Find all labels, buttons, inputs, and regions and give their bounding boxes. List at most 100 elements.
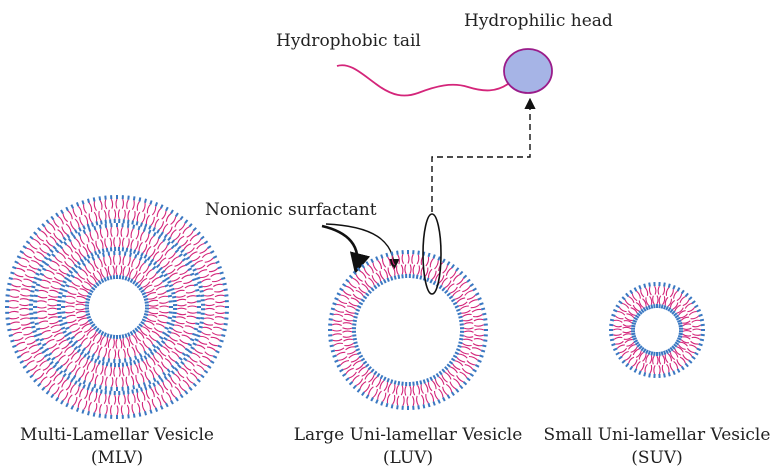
surfactant-head [89, 228, 90, 232]
surfactant-head [194, 284, 198, 285]
surfactant-head [103, 361, 104, 365]
surfactant-head [700, 320, 704, 321]
surfactant-head [675, 315, 678, 317]
surfactant-tail [69, 287, 78, 291]
surfactant-tail [202, 356, 210, 361]
surfactant-tail [211, 337, 220, 340]
surfactant-head [128, 278, 130, 282]
surfactant-head [445, 290, 448, 293]
surfactant-head [481, 351, 485, 352]
surfactant-head [182, 353, 185, 355]
surfactant-tail [67, 291, 76, 294]
surfactant-head [170, 324, 174, 325]
surfactant-tail [335, 310, 344, 313]
surfactant-tail [162, 362, 168, 369]
surfactant-head [75, 341, 78, 344]
surfactant-head [388, 378, 389, 382]
surfactant-head [98, 356, 99, 360]
surfactant-head [73, 235, 75, 238]
surfactant-tail [85, 341, 91, 349]
surfactant-head [473, 288, 477, 290]
surfactant-tail [641, 289, 644, 297]
surfactant-head [143, 296, 147, 297]
surfactant-head [692, 357, 695, 359]
surfactant-head [362, 265, 364, 268]
surfactant-tail [143, 361, 147, 370]
surfactant-head [151, 352, 154, 355]
surfactant-tail [147, 204, 150, 213]
surfactant-head [23, 246, 26, 248]
surfactant-head [418, 405, 419, 409]
surfactant-head [35, 290, 39, 291]
surfactant-tail [682, 321, 690, 323]
surfactant-tail [341, 295, 350, 299]
surfactant-tail [464, 323, 474, 325]
surfactant-tail [100, 200, 102, 209]
surfactant-tail [104, 394, 106, 404]
surfactant-head [464, 382, 467, 385]
surfactant-tail [132, 200, 134, 209]
surfactant-tail [418, 266, 420, 275]
surfactant-tail [68, 211, 72, 219]
surfactant-head [186, 355, 189, 357]
surfactant-tail [336, 304, 345, 307]
surfactant-tail [623, 331, 631, 332]
surfactant-head [476, 365, 480, 367]
surfactant-head [47, 220, 50, 223]
surfactant-tail [67, 245, 73, 252]
surfactant-tail [143, 341, 149, 349]
surfactant-tail [149, 370, 153, 378]
surfactant-tail [198, 341, 207, 345]
surfactant-tail [205, 258, 213, 262]
surfactant-tail [204, 294, 214, 296]
surfactant-head [128, 390, 129, 394]
surfactant-head [677, 320, 681, 322]
surfactant-head [445, 367, 448, 370]
surfactant-tail [624, 321, 632, 323]
surfactant-head [30, 237, 33, 240]
surfactant-tail [179, 223, 185, 230]
surfactant-head [649, 373, 650, 377]
surfactant-head [45, 355, 48, 357]
surfactant-tail [59, 252, 66, 259]
surfactant-tail [149, 305, 158, 306]
surfactant-tail [211, 274, 220, 277]
surfactant-head [366, 262, 368, 266]
surfactant-head [644, 308, 646, 311]
surfactant-head [456, 310, 460, 311]
surfactant-tail [133, 211, 135, 220]
surfactant-head [384, 279, 386, 283]
surfactant-head [175, 243, 178, 246]
surfactant-head [424, 404, 425, 408]
surfactant-tail [641, 363, 644, 371]
surfactant-tail [145, 372, 149, 381]
surfactant-head [455, 306, 459, 308]
surfactant-tail [33, 239, 40, 245]
surfactant-head [193, 383, 196, 386]
nonionic-surfactant-label: Nonionic surfactant [205, 200, 377, 220]
surfactant-head [195, 323, 199, 324]
surfactant-head [376, 257, 378, 261]
surfactant-head [137, 221, 138, 225]
surfactant-head [216, 351, 220, 353]
surfactant-head [98, 255, 99, 259]
surfactant-head [157, 265, 160, 268]
surfactant-head [164, 274, 167, 276]
surfactant-head [455, 352, 459, 354]
surfactant-head [168, 331, 172, 333]
surfactant-tail [95, 403, 97, 412]
surfactant-tail [110, 238, 112, 247]
surfactant-tail [459, 302, 468, 306]
surfactant-tail [147, 401, 150, 410]
surfactant-tail [72, 282, 80, 287]
surfactant-tail [463, 319, 472, 321]
surfactant-tail [42, 331, 51, 334]
surfactant-tail [119, 238, 120, 248]
surfactant-head [56, 398, 58, 401]
surfactant-tail [453, 275, 460, 282]
surfactant-tail [615, 341, 623, 344]
surfactant-tail [109, 395, 110, 405]
surfactant-head [452, 299, 455, 301]
surfactant-head [17, 256, 21, 258]
surfactant-tail [633, 305, 639, 311]
